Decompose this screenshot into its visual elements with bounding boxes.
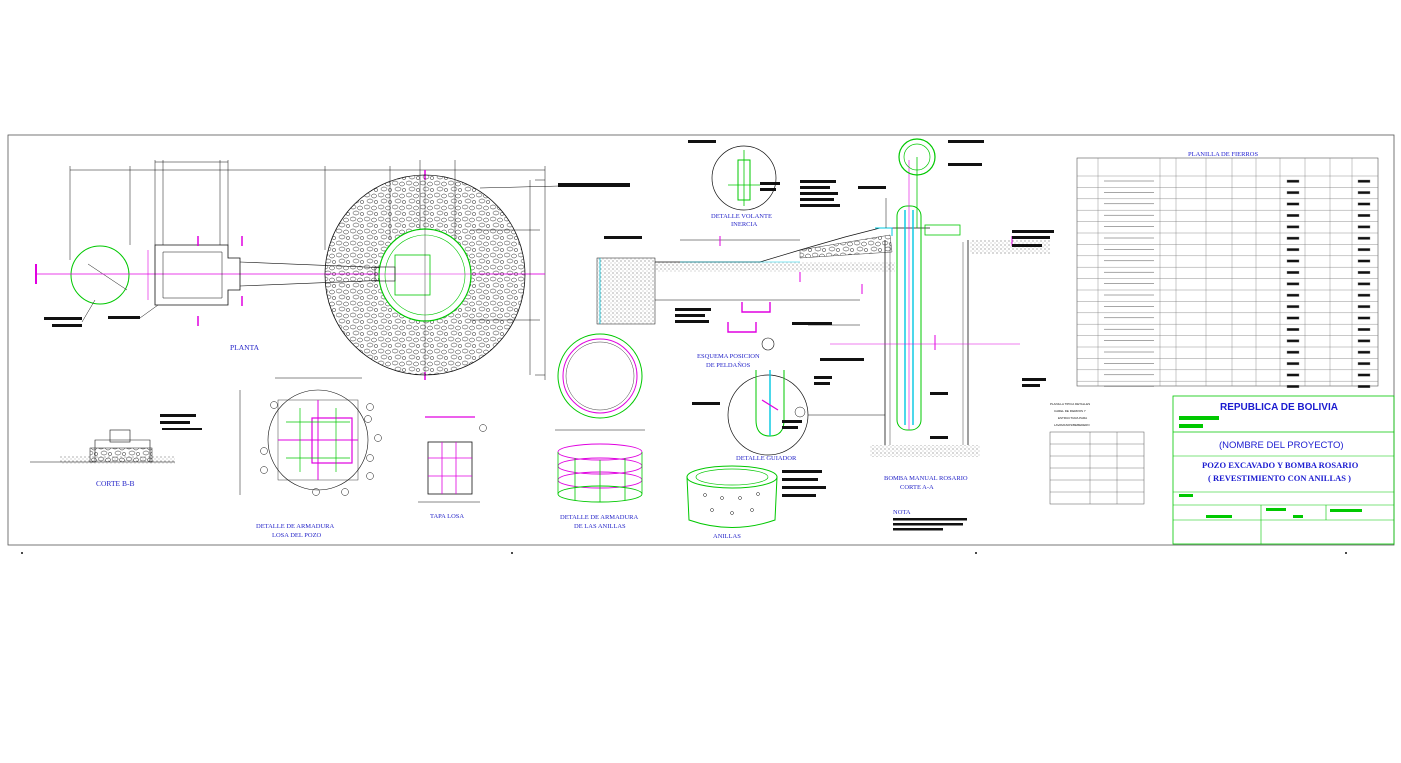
tapa-losa-view: TAPA LOSA [418,416,487,520]
esquema-peldanos-view: ESQUEMA POSICION DE PELDAÑOS [697,302,775,369]
losa-armadura-label-2: LOSA DEL POZO [272,532,322,539]
planta-view: PLANTA [35,160,630,380]
detalle-volante-view: DETALLE VOLANTE INERCIA [711,145,780,228]
nota-label: NOTA [893,509,911,516]
anillas-view: ANILLAS [686,465,826,540]
losa-armadura-view: DETALLE DE ARMADURA LOSA DEL POZO [239,377,382,539]
detalle-guiador-label: DETALLE GUIADOR [736,455,797,462]
lavamanos-title-4: LAVAMANOS/BEBEDERO [1054,423,1090,427]
lavamanos-title-3: ESTRUCTURA PARA [1058,416,1087,420]
anillas-label: ANILLAS [713,533,741,540]
bomba-manual-label-2: CORTE A-A [900,484,934,491]
title-project: (NOMBRE DEL PROYECTO) [1219,440,1344,451]
pump-section-view: BOMBA MANUAL ROSARIO CORTE A-A [655,138,1054,491]
anilla-section-view: DETALLE DE ARMADURA DE LAS ANILLAS [555,236,656,530]
nota-view: NOTA [893,509,967,531]
title-block: REPUBLICA DE BOLIVIA (NOMBRE DEL PROYECT… [1172,395,1395,545]
detalle-guiador-view: DETALLE GUIADOR [692,370,885,462]
tank-circle [70,245,130,305]
title-country: REPUBLICA DE BOLIVIA [1220,402,1338,413]
sheet-tick-marks [21,552,1347,554]
corte-bb-view: CORTE B-B [30,414,202,488]
peldanos-label-2: DE PELDAÑOS [706,361,751,369]
tapa-losa-label: TAPA LOSA [430,513,464,520]
anillas-armadura-label-2: DE LAS ANILLAS [574,523,626,530]
title-subtitle-1: POZO EXCAVADO Y BOMBA ROSARIO [1202,460,1359,470]
lavamanos-title-2: CAREL DE FIERROS Y [1054,409,1086,413]
planilla-fierros-title: PLANILLA DE FIERROS [1188,151,1258,158]
losa-armadura-label-1: DETALLE DE ARMADURA [256,523,335,530]
detalle-volante-label-2: INERCIA [731,221,758,228]
lavamanos-title-1: PLANILLA TIPICA DETALLES [1050,402,1090,406]
planilla-fierros: PLANILLA DE FIERROS [1076,151,1379,388]
peldanos-label-1: ESQUEMA POSICION [697,353,760,360]
planta-label: PLANTA [230,343,260,352]
planilla-lavamanos: PLANILLA TIPICA DETALLES CAREL DE FIERRO… [1049,402,1145,505]
anillas-armadura-label-1: DETALLE DE ARMADURA [560,514,639,521]
sheet-border [7,134,1395,546]
title-subtitle-2: ( REVESTIMIENTO CON ANILLAS ) [1208,473,1351,483]
corte-bb-label: CORTE B-B [96,479,135,488]
detalle-volante-label-1: DETALLE VOLANTE [711,213,772,220]
bomba-manual-label-1: BOMBA MANUAL ROSARIO [884,475,968,482]
